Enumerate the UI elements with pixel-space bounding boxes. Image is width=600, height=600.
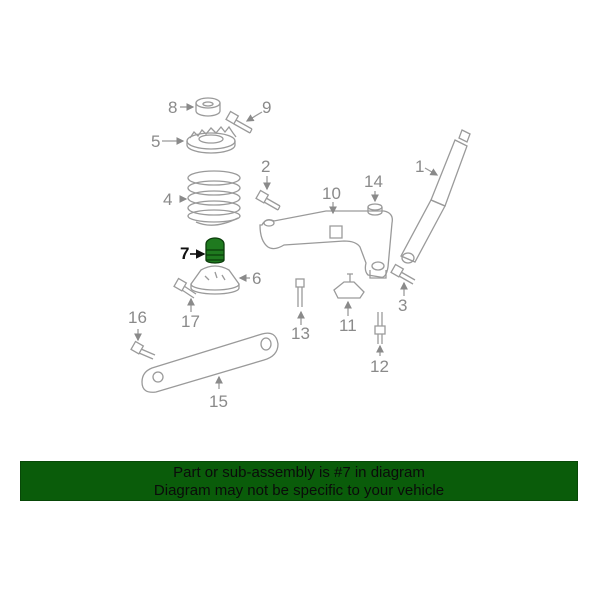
callout-2[interactable]: 2 — [261, 157, 271, 176]
notice-banner: Part or sub-assembly is #7 in diagram Di… — [20, 461, 578, 501]
part-8-bumper-cap — [195, 97, 221, 117]
part-13-bolt — [295, 278, 305, 307]
part-3-bolt — [390, 263, 416, 285]
part-4-coil-spring — [187, 170, 241, 226]
callout-11[interactable]: 11 — [339, 316, 357, 335]
callout-16[interactable]: 16 — [128, 308, 147, 327]
part-7-jounce-bumper — [205, 237, 225, 264]
callout-5[interactable]: 5 — [151, 132, 161, 151]
parts-diagram: 8 9 5 2 1 10 14 4 7 6 3 17 13 11 16 12 1… — [128, 97, 471, 411]
callout-3[interactable]: 3 — [398, 296, 408, 315]
callout-12[interactable]: 12 — [370, 357, 389, 376]
part-12-stud — [374, 312, 386, 344]
callout-6[interactable]: 6 — [252, 269, 262, 288]
part-2-bolt — [255, 189, 281, 211]
part-6-spring-seat — [190, 265, 240, 295]
callout-17[interactable]: 17 — [181, 312, 200, 331]
part-15-lower-control-arm — [141, 332, 279, 393]
callout-9[interactable]: 9 — [262, 98, 272, 117]
banner-line-disclaimer: Diagram may not be specific to your vehi… — [153, 482, 445, 499]
part-1-shock-absorber — [400, 129, 471, 264]
part-9-bolt — [225, 110, 253, 134]
part-10-upper-control-arm — [259, 210, 393, 279]
callout-10[interactable]: 10 — [322, 184, 341, 203]
part-11-ball-joint-bracket — [333, 273, 365, 299]
banner-line-part: Part or sub-assembly is #7 in diagram — [173, 464, 425, 481]
part-16-bolt — [130, 340, 156, 360]
callout-1[interactable]: 1 — [415, 157, 425, 176]
part-5-spring-isolator — [186, 125, 237, 154]
callout-4[interactable]: 4 — [163, 190, 173, 209]
part-14-bushing — [367, 203, 383, 216]
diagram-drawing — [130, 97, 471, 393]
callout-7[interactable]: 7 — [180, 244, 190, 263]
callout-8[interactable]: 8 — [168, 98, 178, 117]
callout-15[interactable]: 15 — [209, 392, 228, 411]
part-17-bolt — [173, 277, 197, 299]
callout-14[interactable]: 14 — [364, 172, 383, 191]
callout-13[interactable]: 13 — [291, 324, 310, 343]
